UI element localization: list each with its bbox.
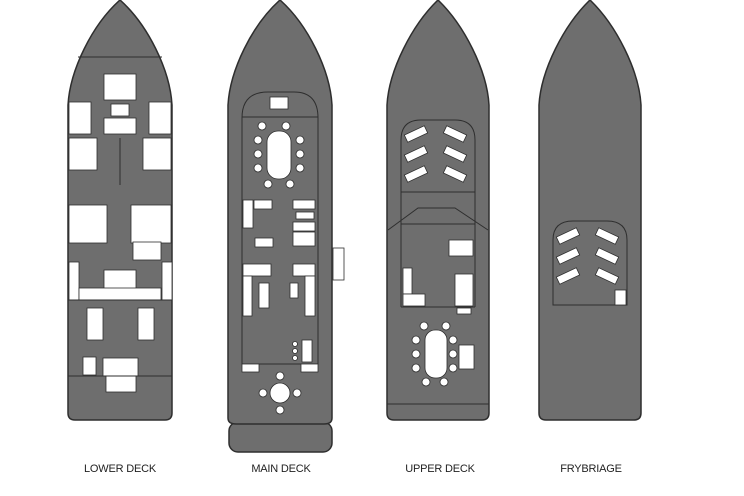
main-deck-plan [227, 0, 345, 453]
upper-deck-label: UPPER DECK [405, 463, 475, 475]
lower-deck-label: LOWER DECK [84, 463, 156, 475]
lower-deck-plan [67, 0, 173, 421]
flybridge-plan [538, 0, 642, 421]
flybridge-label: FRYBRIAGE [560, 463, 622, 475]
main-deck-label: MAIN DECK [251, 463, 311, 475]
upper-deck-plan [386, 0, 490, 421]
